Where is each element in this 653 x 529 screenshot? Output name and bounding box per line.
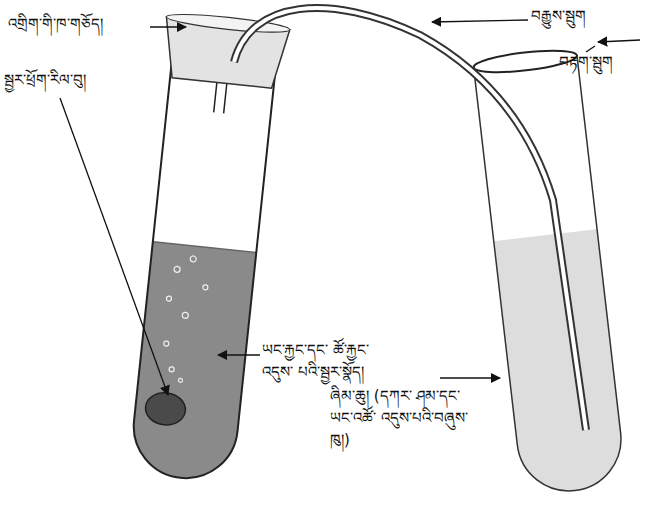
leader-arrow: [440, 377, 500, 378]
pellet-label: སྦྱར་ཕྲོག་རིལ་བུ།: [4, 70, 154, 92]
delivery-tube-bore: [234, 8, 586, 430]
leader-line: [586, 46, 595, 52]
leader-arrow: [150, 26, 186, 27]
leader-arrow: [432, 20, 528, 22]
leader-arrow: [60, 98, 168, 395]
delivery-tube: [234, 8, 586, 430]
test-tube-label: བརྟག་སྦུག: [559, 52, 649, 74]
solution-label: ཡང་རྐྱང་དང་ ཚོ་རྐྱང་འདུས་ པའི་སྦྱར་སྣོད།: [262, 340, 372, 384]
right-test-tube: [465, 46, 636, 506]
leader-arrow: [218, 354, 260, 355]
delivery-tube-label: བརྒྱུས་སྦུག: [531, 6, 649, 28]
stopper-label: འགྲིག་གི་ཁ་གཅོད།: [8, 14, 148, 36]
left-test-tube: [118, 11, 291, 492]
limewater-label: ཞིམ་ཆུ། (དཀར་ ཤམ་དང་ཡང་འཚོ་ འདུས་པའི་བཞུ…: [330, 386, 470, 451]
leader-arrow: [598, 40, 640, 42]
